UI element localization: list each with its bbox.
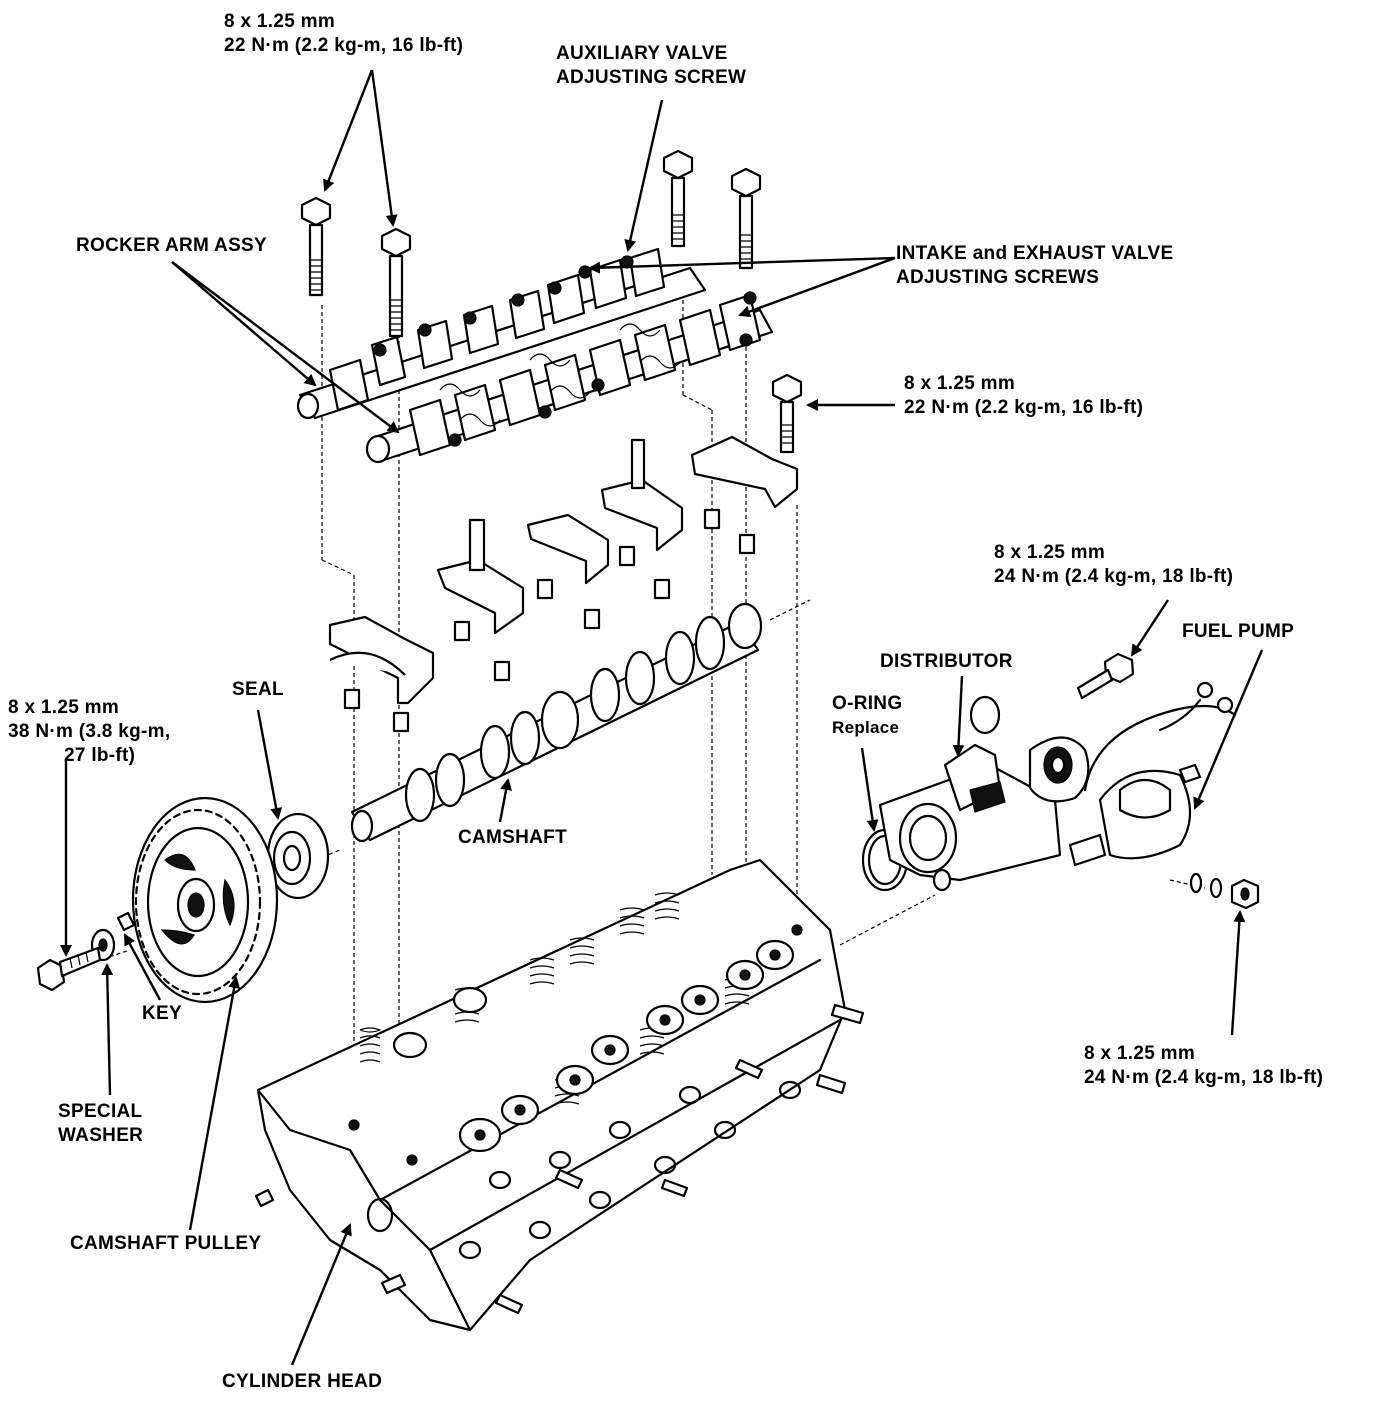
rocker-bolt-right-icon bbox=[380, 227, 412, 338]
o-ring-line1: O-RING bbox=[832, 693, 903, 714]
pump-nut-icon bbox=[1189, 872, 1260, 910]
bolt-mid-label: 8 x 1.25 mm 22 N·m (2.2 kg-m, 16 lb-ft) bbox=[904, 372, 1143, 420]
bolt-pulley-torque: 38 N·m (3.8 kg-m, bbox=[8, 721, 171, 742]
key-icon bbox=[116, 911, 136, 932]
bolt-mid-size: 8 x 1.25 mm bbox=[904, 373, 1016, 394]
bolt-top-size: 8 x 1.25 mm bbox=[224, 11, 336, 32]
o-ring-line2: Replace bbox=[832, 718, 900, 737]
camshaft-label: CAMSHAFT bbox=[458, 827, 567, 848]
o-ring-label: O-RING Replace bbox=[832, 692, 902, 740]
rocker-bolt-aux-icon bbox=[662, 149, 694, 248]
leader-lines bbox=[60, 69, 1264, 1366]
rocker-arm-label: ROCKER ARM ASSY bbox=[76, 235, 267, 256]
aux-valve-line1: AUXILIARY VALVE bbox=[556, 43, 728, 64]
cylinder-head-icon bbox=[254, 858, 865, 1332]
special-washer-line1: SPECIAL bbox=[58, 1101, 143, 1122]
fuel-pump-label: FUEL PUMP bbox=[1182, 621, 1295, 642]
rocker-bolt-left-icon bbox=[300, 196, 332, 297]
intake-exhaust-line1: INTAKE and EXHAUST VALVE bbox=[896, 243, 1174, 264]
pulley-bolt-icon bbox=[36, 946, 102, 992]
camshaft-holders-icon bbox=[328, 435, 799, 705]
distributor-label: DISTRIBUTOR bbox=[880, 651, 1013, 672]
alignment-lines bbox=[69, 300, 1206, 1165]
camshaft-pulley-icon bbox=[131, 796, 279, 1004]
bolt-nut-torque: 24 N·m (2.4 kg-m, 18 lb-ft) bbox=[1084, 1067, 1324, 1088]
special-washer-line2: WASHER bbox=[58, 1125, 144, 1146]
intake-exhaust-label: INTAKE and EXHAUST VALVE ADJUSTING SCREW… bbox=[896, 242, 1173, 290]
bolt-pump-size: 8 x 1.25 mm bbox=[994, 542, 1106, 563]
bolt-top-torque: 22 N·m (2.2 kg-m, 16 lb-ft) bbox=[224, 35, 464, 56]
bolt-pulley-size: 8 x 1.25 mm bbox=[8, 697, 120, 718]
bolt-nut-size: 8 x 1.25 mm bbox=[1084, 1043, 1196, 1064]
intake-exhaust-line2: ADJUSTING SCREWS bbox=[896, 267, 1100, 288]
key-label: KEY bbox=[142, 1003, 182, 1024]
dowel-pins-icon bbox=[343, 438, 756, 733]
fuel-pump-icon bbox=[1068, 681, 1237, 867]
bolt-pulley-torque-2: 27 lb-ft) bbox=[64, 745, 136, 766]
cylinder-head-label: CYLINDER HEAD bbox=[222, 1371, 383, 1392]
rocker-bolt-far-icon bbox=[730, 167, 762, 270]
bolt-pulley-label: 8 x 1.25 mm 38 N·m (3.8 kg-m, 27 lb-ft) bbox=[8, 696, 170, 768]
bolt-pump-torque: 24 N·m (2.4 kg-m, 18 lb-ft) bbox=[994, 566, 1234, 587]
cap-bolt-icon bbox=[771, 373, 803, 454]
bolt-mid-torque: 22 N·m (2.2 kg-m, 16 lb-ft) bbox=[904, 397, 1144, 418]
distributor-bolt-icon bbox=[1076, 652, 1135, 700]
distributor-icon bbox=[878, 695, 1090, 892]
seal-label: SEAL bbox=[232, 679, 284, 700]
special-washer-label: SPECIAL WASHER bbox=[58, 1100, 143, 1148]
camshaft-icon bbox=[350, 602, 763, 843]
aux-valve-line2: ADJUSTING SCREW bbox=[556, 67, 747, 88]
bolt-top-label: 8 x 1.25 mm 22 N·m (2.2 kg-m, 16 lb-ft) bbox=[224, 10, 463, 58]
rocker-arm-assembly-icon bbox=[296, 247, 774, 464]
camshaft-pulley-label: CAMSHAFT PULLEY bbox=[70, 1233, 262, 1254]
bolt-pump-label: 8 x 1.25 mm 24 N·m (2.4 kg-m, 18 lb-ft) bbox=[994, 541, 1233, 589]
aux-valve-label: AUXILIARY VALVE ADJUSTING SCREW bbox=[556, 42, 746, 90]
bolt-nut-label: 8 x 1.25 mm 24 N·m (2.4 kg-m, 18 lb-ft) bbox=[1084, 1042, 1323, 1090]
